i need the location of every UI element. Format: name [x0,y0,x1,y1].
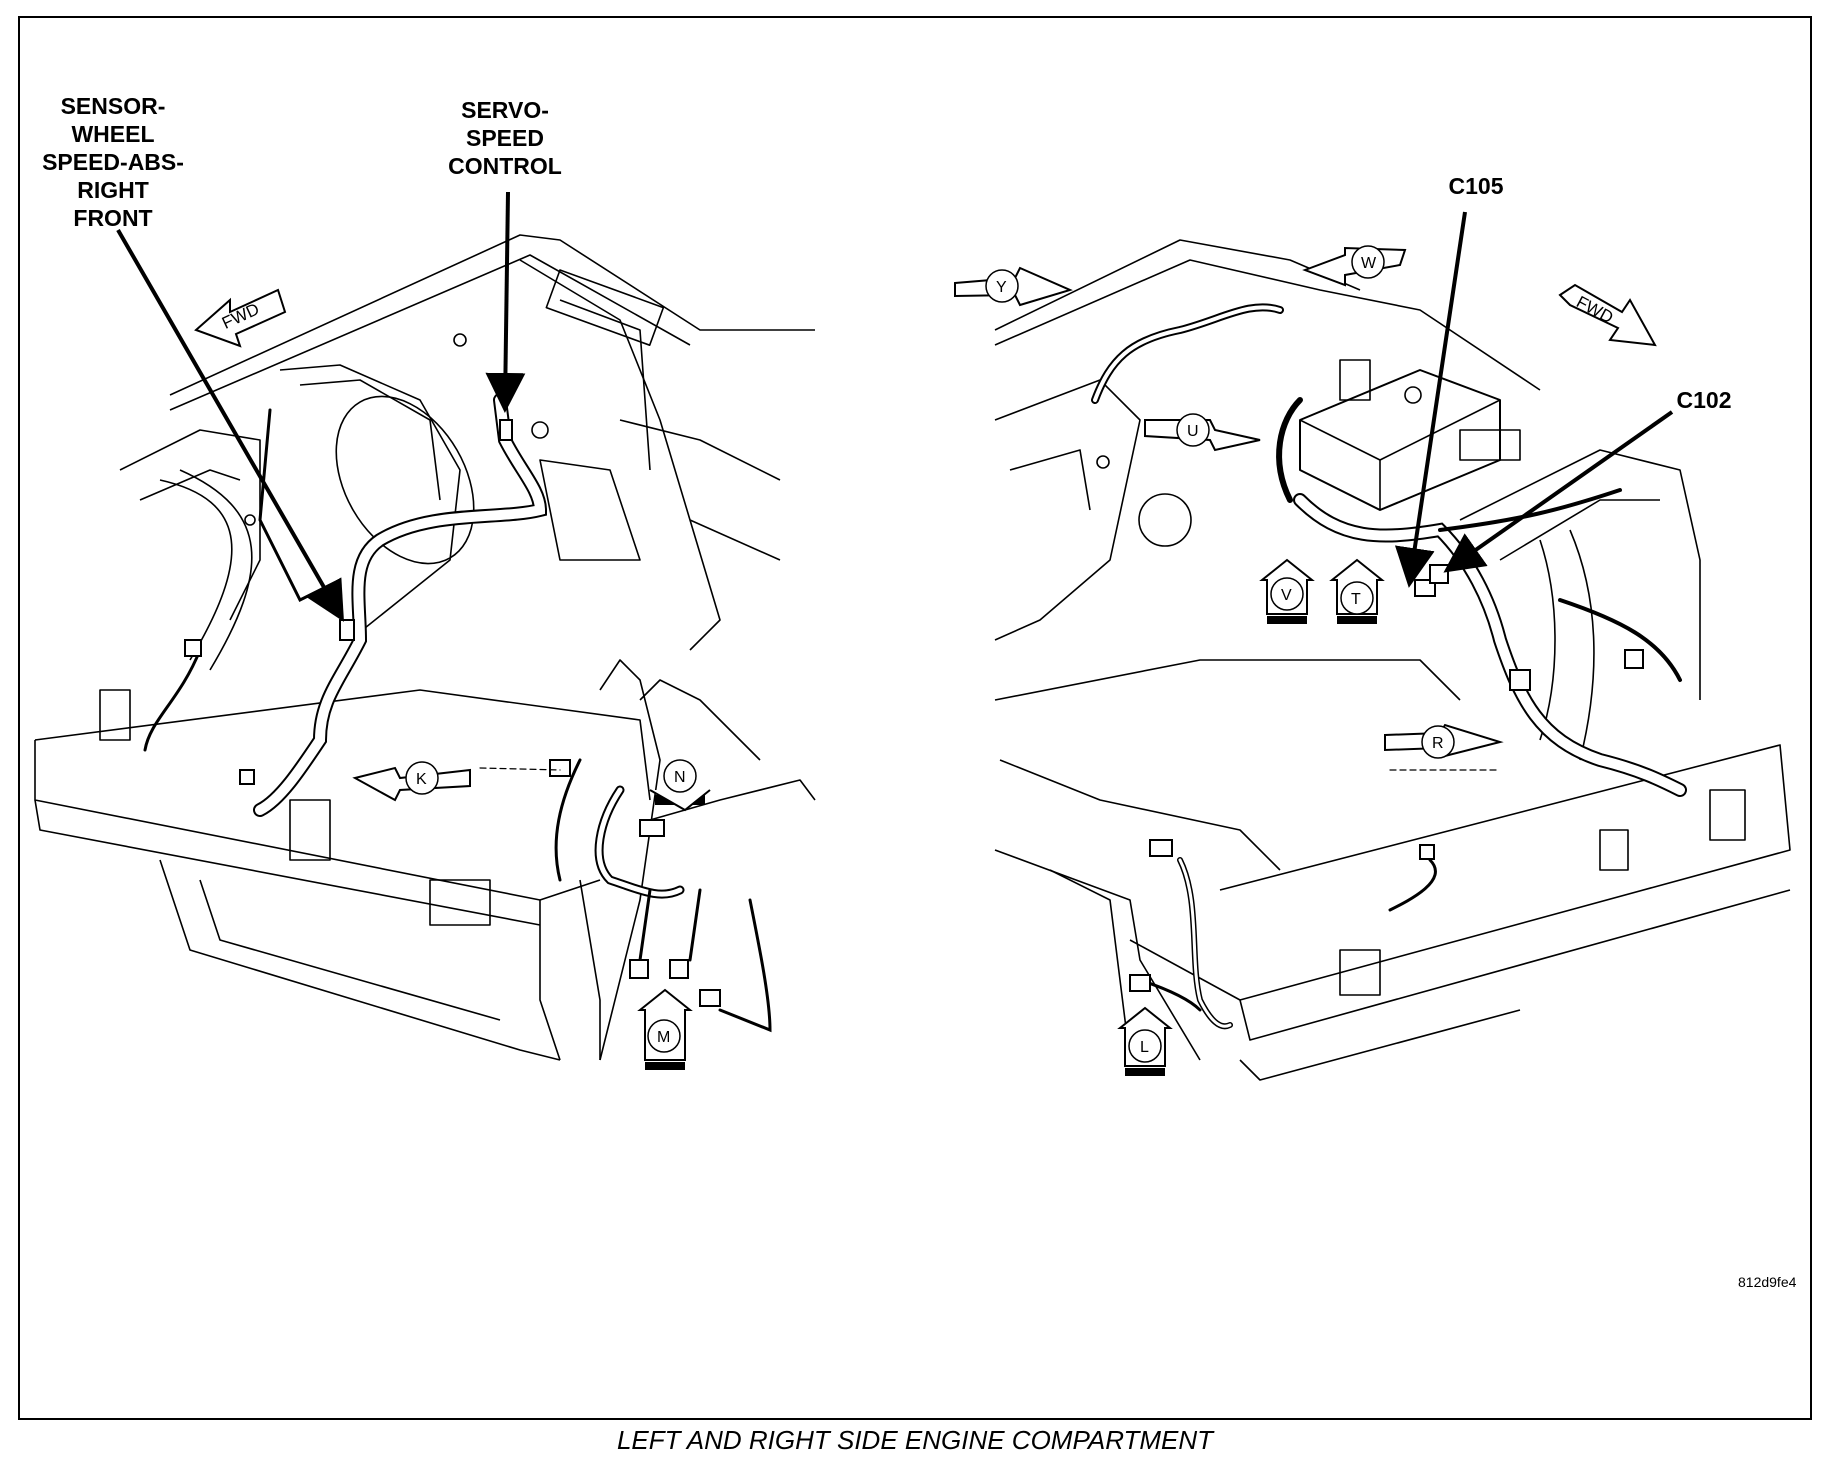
view-letter-r: R [1432,735,1444,752]
c102-leader [1443,410,1674,573]
view-letter-w: W [1361,255,1377,272]
servo-speed-control-label: SERVO- SPEED CONTROL [448,97,562,179]
c105-label: C105 [1448,173,1504,199]
view-letter-v: V [1281,587,1292,604]
fwd-arrow-right: FWD [1558,283,1657,347]
view-marker-t: T [1329,558,1385,624]
left-engine-compartment [34,234,816,1061]
right-wiring-harness [1091,303,1687,1030]
view-letter-n: N [674,769,686,786]
view-letter-y: Y [996,279,1007,296]
c102-label: C102 [1676,387,1732,413]
sensor-wheel-speed-label: SENSOR- WHEEL SPEED-ABS- RIGHT FRONT [42,93,184,231]
view-marker-m: M [637,988,693,1070]
view-marker-y: Y [954,266,1073,307]
view-marker-r: R [1384,723,1504,759]
figure-id: 812d9fe4 [1738,1274,1797,1290]
view-letter-t: T [1351,591,1361,608]
right-engine-compartment [994,239,1791,1081]
view-marker-v: V [1259,558,1315,624]
view-marker-l: L [1117,1006,1173,1076]
sensor-wheel-leader [116,229,344,622]
view-letter-l: L [1140,1039,1149,1056]
view-marker-w: W [1302,245,1407,287]
servo-speed-leader [485,191,526,413]
fwd-arrow-left: FWD [194,288,287,348]
view-marker-k: K [352,761,471,802]
view-letter-k: K [416,771,427,788]
c105-leader [1394,211,1467,588]
view-letter-m: M [657,1029,670,1046]
figure-caption: LEFT AND RIGHT SIDE ENGINE COMPARTMENT [616,1425,1214,1455]
left-wiring-harness [143,393,772,1033]
view-letter-u: U [1187,423,1199,440]
view-marker-n: N [649,759,711,812]
view-marker-u: U [1144,413,1261,452]
